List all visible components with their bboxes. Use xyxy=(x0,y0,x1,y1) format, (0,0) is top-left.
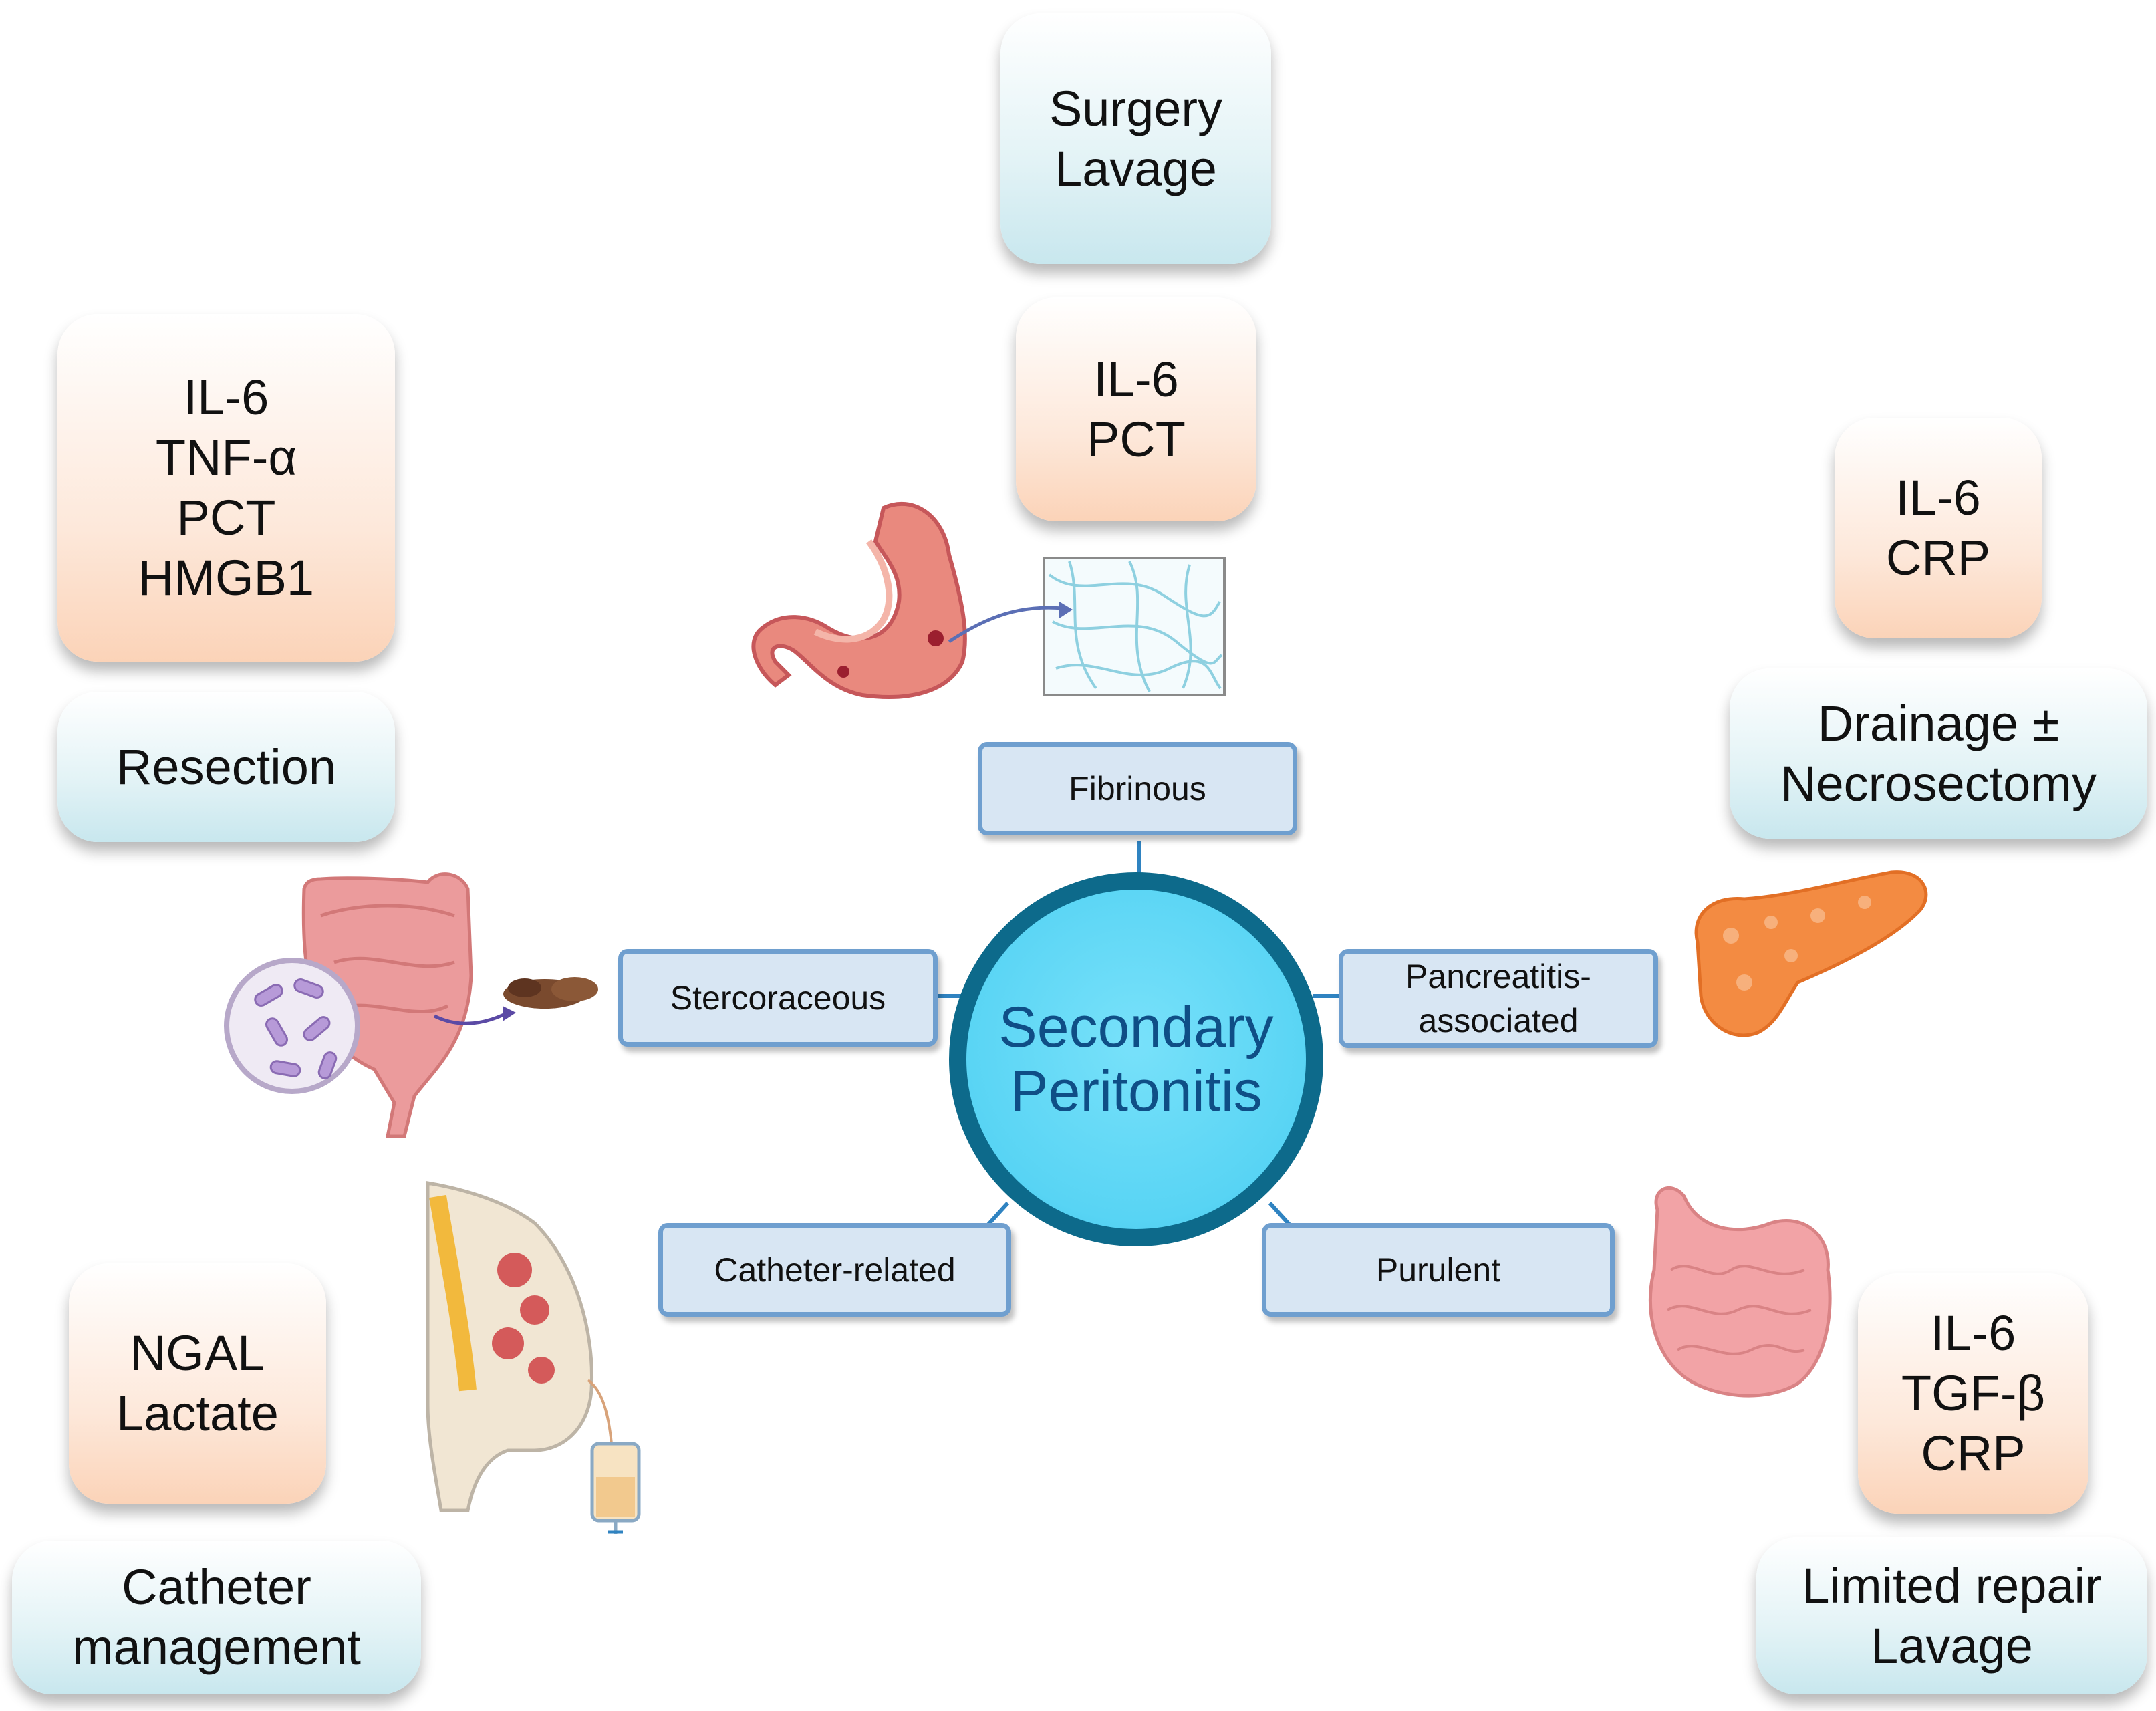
biomarker-text: PCT xyxy=(176,490,276,545)
treatment-box-purulent: Limited repair Lavage xyxy=(1756,1537,2147,1694)
biomarker-text: HMGB1 xyxy=(138,550,315,606)
treatment-text: Catheter xyxy=(122,1559,311,1615)
biomarker-text: Lactate xyxy=(116,1386,279,1441)
connector-catheter xyxy=(986,1201,1010,1227)
biomarker-box-stercoraceous: IL-6 TNF-α PCT HMGB1 xyxy=(57,314,395,662)
pancreas-icon xyxy=(1694,870,1928,1037)
stomach-icon xyxy=(751,501,967,699)
type-box-purulent: Purulent xyxy=(1262,1223,1615,1317)
type-label: Purulent xyxy=(1375,1251,1501,1289)
type-label: Stercoraceous xyxy=(670,979,886,1017)
biomarker-box-pancreatitis: IL-6 CRP xyxy=(1835,418,2042,638)
colon-icon xyxy=(301,872,473,1138)
treatment-text: Drainage ± xyxy=(1817,695,2060,751)
type-label: associated xyxy=(1418,1002,1579,1039)
biomarker-text: IL-6 xyxy=(183,370,269,425)
biomarker-text: IL-6 xyxy=(1895,470,1981,525)
biomarker-text: PCT xyxy=(1087,411,1186,467)
type-label: Pancreatitis- xyxy=(1405,958,1591,995)
small-intestine-icon xyxy=(1648,1186,1832,1398)
treatment-text: Limited repair xyxy=(1802,1557,2102,1613)
connector-purulent xyxy=(1268,1201,1292,1227)
type-box-catheter: Catheter-related xyxy=(658,1223,1011,1317)
treatment-text: management xyxy=(72,1619,361,1675)
biomarker-text: CRP xyxy=(1921,1426,2026,1481)
biomarker-box-catheter: NGAL Lactate xyxy=(69,1263,326,1504)
biomarker-text: NGAL xyxy=(130,1325,265,1381)
biomarker-text: TNF-α xyxy=(155,430,297,485)
treatment-text: Lavage xyxy=(1871,1617,2033,1674)
type-label: Fibrinous xyxy=(1069,770,1206,807)
drainage-bag-icon xyxy=(590,1442,641,1534)
treatment-text: Resection xyxy=(116,739,337,795)
treatment-box-catheter: Catheter management xyxy=(12,1541,421,1694)
type-box-stercoraceous: Stercoraceous xyxy=(618,949,938,1047)
bacteria-icon xyxy=(224,958,360,1094)
center-title-line2: Peritonitis xyxy=(1010,1059,1262,1124)
treatment-text: Lavage xyxy=(1055,140,1217,196)
center-title-line1: Secondary xyxy=(998,995,1274,1059)
abdomen-catheter-icon xyxy=(426,1181,613,1512)
biomarker-box-fibrinous: IL-6 PCT xyxy=(1016,297,1256,521)
treatment-box-stercoraceous: Resection xyxy=(57,692,395,842)
biomarker-text: IL-6 xyxy=(1930,1305,2016,1361)
treatment-text: Necrosectomy xyxy=(1780,755,2097,811)
biomarker-box-purulent: IL-6 TGF-β CRP xyxy=(1858,1273,2088,1514)
biomarker-text: IL-6 xyxy=(1093,351,1179,407)
type-box-fibrinous: Fibrinous xyxy=(978,742,1297,835)
type-label: Catheter-related xyxy=(714,1251,956,1289)
treatment-text: Surgery xyxy=(1049,80,1223,136)
feces-icon xyxy=(433,977,598,1025)
biomarker-text: CRP xyxy=(1885,530,1991,585)
fibrin-mesh-icon xyxy=(948,557,1226,696)
treatment-box-pancreatitis: Drainage ± Necrosectomy xyxy=(1730,668,2147,839)
biomarker-text: TGF-β xyxy=(1901,1365,2046,1421)
type-box-pancreatitis: Pancreatitis- associated xyxy=(1339,949,1658,1048)
treatment-box-fibrinous: Surgery Lavage xyxy=(1000,13,1271,264)
